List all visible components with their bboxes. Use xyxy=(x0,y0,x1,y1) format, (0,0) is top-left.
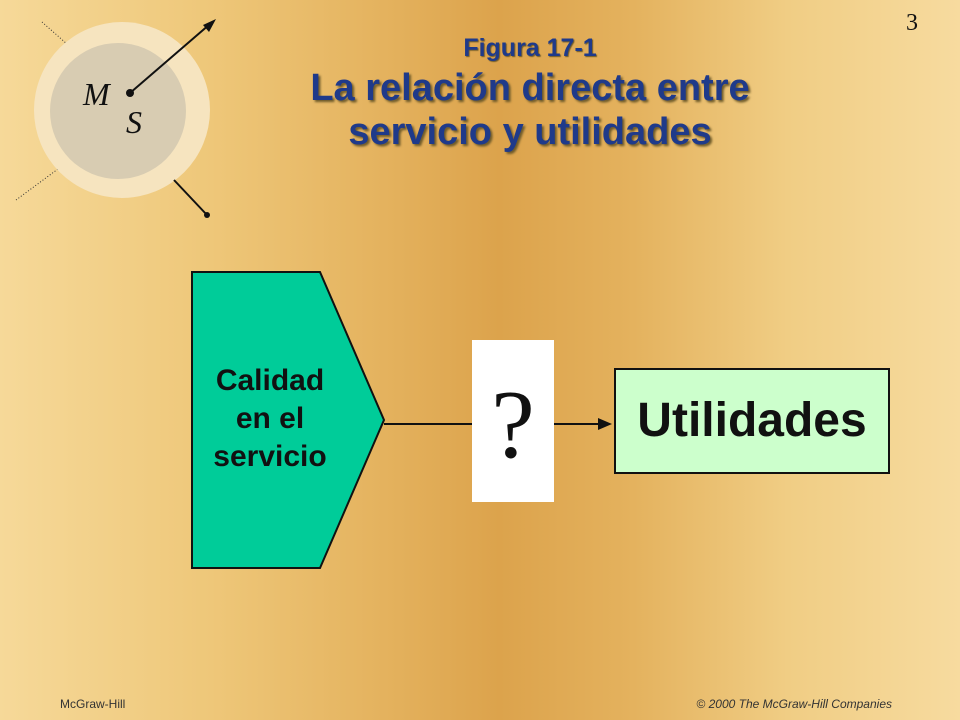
title-line-1: La relación directa entre xyxy=(310,67,750,109)
input-label-line-3: servicio xyxy=(213,440,327,473)
logo-dotted-line xyxy=(15,165,63,201)
input-label: Calidad en el servicio xyxy=(190,362,350,476)
output-box: Utilidades xyxy=(614,368,890,474)
logo-dot xyxy=(126,89,134,97)
connector-arrowhead xyxy=(598,418,612,430)
question-mark: ? xyxy=(491,371,535,479)
logo-arrowhead xyxy=(203,19,216,32)
logo-lower-line xyxy=(173,179,208,216)
footer-copyright: © 2000 The McGraw-Hill Companies xyxy=(696,697,892,711)
question-box: ? xyxy=(472,340,554,502)
input-label-line-1: Calidad xyxy=(215,364,325,397)
logo-letter-m: M xyxy=(82,76,112,112)
title-line-2: servicio y utilidades xyxy=(348,111,712,153)
input-label-line-2: en el xyxy=(235,402,305,435)
page-title: La relación directa entre servicio y uti… xyxy=(200,66,860,154)
logo-letter-s: S xyxy=(126,104,142,140)
output-label: Utilidades xyxy=(637,394,867,447)
logo-end-dot xyxy=(204,212,210,218)
footer-publisher: McGraw-Hill xyxy=(60,697,126,711)
ms-logo: M S xyxy=(15,19,216,218)
figure-label: Figura 17-1 xyxy=(463,34,597,62)
slide-number: 3 xyxy=(906,10,918,36)
logo-inner-circle xyxy=(50,43,186,179)
input-pentagon-shape xyxy=(191,271,386,569)
logo-arrow-line xyxy=(129,23,211,94)
